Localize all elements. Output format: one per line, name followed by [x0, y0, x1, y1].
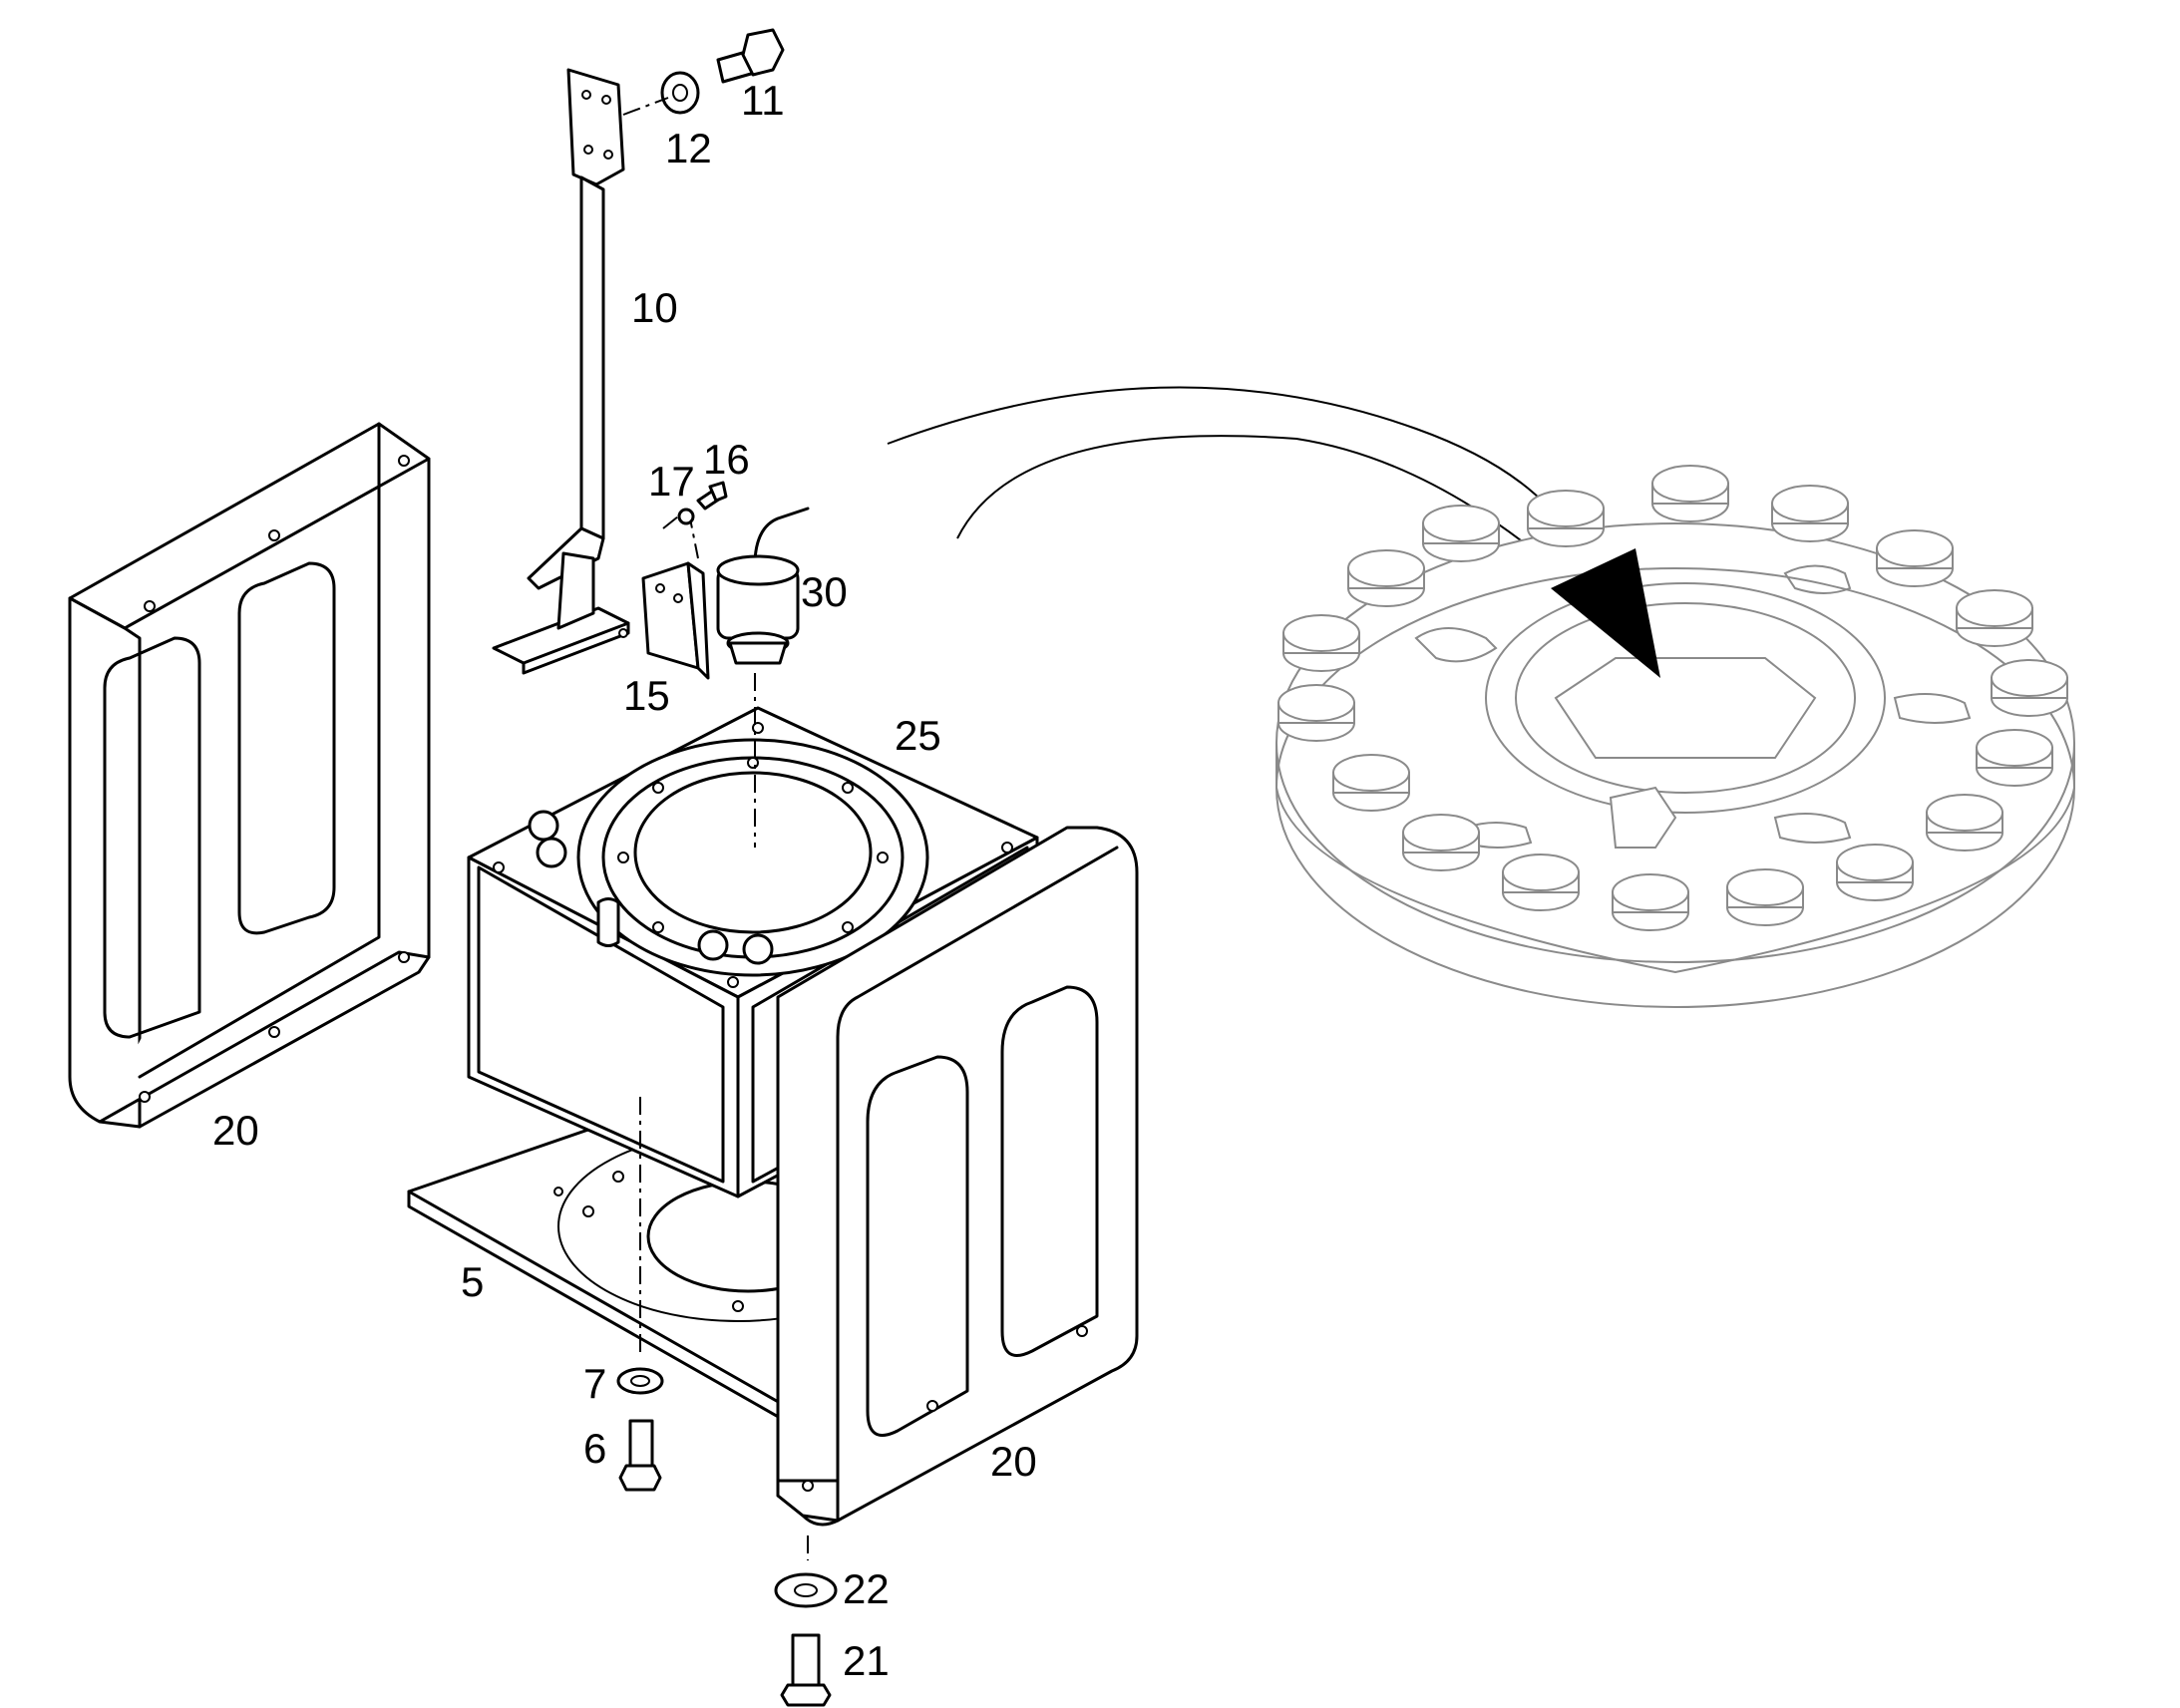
- flange-bolts: [493, 722, 1013, 988]
- bolt-11-washer-12: [622, 28, 785, 116]
- washer-7-bolt-6: [616, 1097, 664, 1492]
- cable-glands: [528, 810, 774, 965]
- right-support-frame: [776, 826, 1139, 1527]
- callout-21: 21: [843, 1637, 890, 1684]
- callout-20-right: 20: [990, 1438, 1037, 1485]
- sensor-30: [716, 507, 810, 848]
- callout-11: 11: [741, 77, 785, 124]
- washer-22-bolt-21: [774, 1536, 838, 1707]
- callout-20-left: 20: [212, 1107, 259, 1154]
- hub-bolt-caps: [1277, 465, 2068, 931]
- callout-10: 10: [631, 284, 678, 331]
- callout-12: 12: [665, 125, 712, 171]
- callout-6: 6: [583, 1425, 606, 1472]
- callout-15: 15: [623, 672, 670, 719]
- callout-17: 17: [648, 458, 695, 505]
- hub-detail-view: [1275, 465, 2075, 1008]
- callout-25: 25: [895, 712, 941, 759]
- callout-22: 22: [843, 1565, 890, 1612]
- callout-5: 5: [461, 1258, 484, 1305]
- bracket-arm: [492, 68, 630, 675]
- callout-7: 7: [583, 1360, 606, 1407]
- callout-30: 30: [801, 568, 848, 615]
- callout-16: 16: [703, 436, 750, 483]
- left-support-frame: [68, 422, 431, 1129]
- callout-labels: 11 12 10 16 17 30 15 25 20 5 7 6 22 21: [212, 77, 941, 1684]
- mounting-bracket-15: [618, 481, 728, 680]
